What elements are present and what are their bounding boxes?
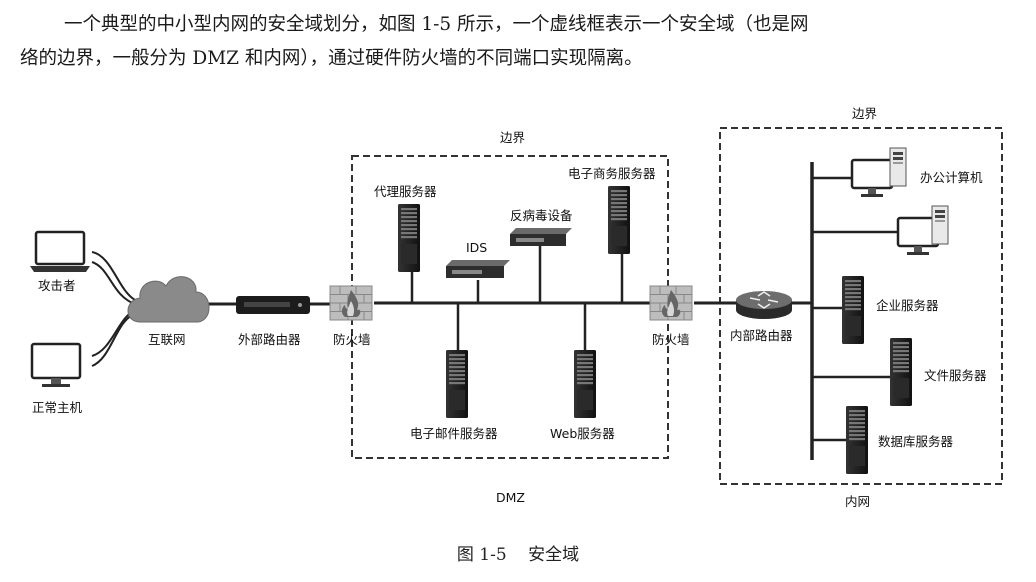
- proxy-server-label: 代理服务器: [374, 184, 437, 199]
- database-server-icon: [846, 406, 868, 474]
- attacker-laptop-icon: [30, 230, 90, 272]
- firewall-left-label: 防火墙: [333, 332, 371, 347]
- office-monitor-icon: [850, 158, 894, 199]
- figure-title: 安全域: [528, 545, 580, 565]
- antivirus-device-icon: [510, 228, 572, 246]
- external-router-icon: [236, 296, 310, 314]
- antivirus-label: 反病毒设备: [510, 208, 573, 223]
- office-tower-icon: [889, 147, 907, 187]
- email-server-label: 电子邮件服务器: [410, 426, 498, 441]
- firewall-right-label: 防火墙: [652, 332, 690, 347]
- ecommerce-server-icon: [608, 186, 630, 254]
- web-server-label: Web服务器: [550, 426, 615, 441]
- enterprise-server-icon: [842, 276, 864, 344]
- firewall-right-icon: [649, 285, 693, 321]
- attacker-label: 攻击者: [38, 278, 76, 293]
- file-server-label: 文件服务器: [924, 368, 987, 383]
- paragraph-line-1: 一个典型的中小型内网的安全域划分，如图 1-5 所示，一个虚线框表示一个安全域（…: [64, 14, 809, 35]
- paragraph-line-2: 络的边界，一般分为 DMZ 和内网），通过硬件防火墙的不同端口实现隔离。: [20, 48, 643, 69]
- intranet-border-label: 边界: [852, 106, 878, 121]
- file-server-icon: [890, 338, 912, 406]
- intranet-label: 内网: [845, 494, 870, 509]
- dmz-label: DMZ: [496, 490, 525, 505]
- normal-host-label: 正常主机: [32, 400, 83, 415]
- office-computer-label: 办公计算机: [920, 170, 983, 185]
- internet-label: 互联网: [148, 332, 186, 347]
- web-server-icon: [574, 350, 596, 418]
- intro-paragraph: 一个典型的中小型内网的安全域划分，如图 1-5 所示，一个虚线框表示一个安全域（…: [20, 8, 1020, 76]
- ecommerce-server-label: 电子商务服务器: [568, 166, 656, 181]
- internal-router-icon: [736, 291, 792, 319]
- firewall-left-icon: [329, 285, 373, 321]
- dmz-border-label: 边界: [500, 130, 526, 145]
- office-tower-2-icon: [931, 205, 949, 245]
- enterprise-server-label: 企业服务器: [876, 298, 939, 313]
- figure-number: 图 1-5: [456, 545, 507, 565]
- database-server-label: 数据库服务器: [878, 434, 954, 449]
- cloud-icon: [127, 276, 210, 323]
- figure-caption: 图 1-5 安全域: [0, 540, 1036, 565]
- ids-device-icon: [446, 260, 510, 278]
- email-server-icon: [446, 350, 468, 418]
- proxy-server-icon: [398, 204, 420, 272]
- external-router-label: 外部路由器: [238, 332, 301, 347]
- ids-label: IDS: [466, 240, 487, 255]
- internal-router-label: 内部路由器: [730, 328, 793, 343]
- host-desktop-icon: [30, 342, 82, 387]
